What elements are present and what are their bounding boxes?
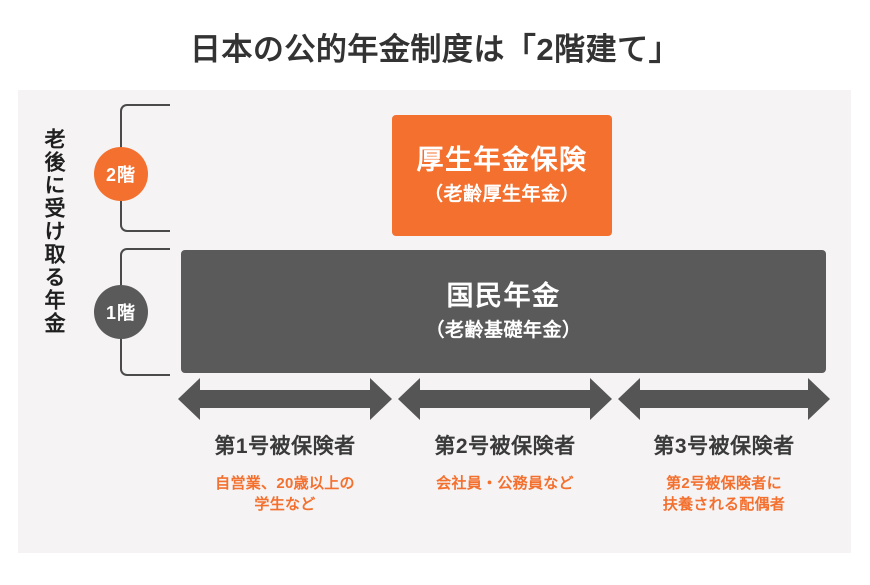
category-2-description: 会社員・公務員など bbox=[436, 475, 574, 493]
scheme-box-kosei-subtitle: （老齢厚生年金） bbox=[423, 184, 580, 206]
category-column-1: 第1号被保険者 自営業、20歳以上の学生など bbox=[172, 434, 398, 515]
tier-badge-1-label: 1階 bbox=[105, 303, 136, 323]
scheme-box-kokumin-title: 国民年金 bbox=[446, 280, 561, 311]
arrow-category-1 bbox=[178, 378, 392, 420]
arrow-category-2 bbox=[398, 378, 612, 420]
category-column-3: 第3号被保険者 第2号被保険者に扶養される配偶者 bbox=[611, 434, 837, 515]
page-title: 日本の公的年金制度は「2階建て」 bbox=[189, 32, 681, 67]
category-2-title: 第2号被保険者 bbox=[434, 435, 576, 458]
scheme-box-kokumin-subtitle: （老齢基礎年金） bbox=[425, 320, 582, 342]
category-3-title: 第3号被保険者 bbox=[653, 435, 795, 458]
scheme-box-kosei-nenkin: 厚生年金保険 （老齢厚生年金） bbox=[392, 115, 612, 236]
tier-badge-2: 2階 bbox=[94, 147, 148, 201]
category-1-title: 第1号被保険者 bbox=[214, 435, 356, 458]
category-column-2: 第2号被保険者 会社員・公務員など bbox=[392, 434, 618, 494]
category-1-description: 自営業、20歳以上の学生など bbox=[215, 475, 355, 514]
arrow-category-3 bbox=[618, 378, 830, 420]
category-3-description: 第2号被保険者に扶養される配偶者 bbox=[662, 475, 786, 514]
scheme-box-kokumin-nenkin: 国民年金 （老齢基礎年金） bbox=[181, 250, 826, 373]
scheme-box-kosei-title: 厚生年金保険 bbox=[416, 144, 588, 175]
tier-badge-2-label: 2階 bbox=[105, 165, 136, 185]
side-label-pension-after-retirement: 老後に受け取る年金 bbox=[42, 128, 65, 335]
tier-badge-1: 1階 bbox=[94, 285, 148, 339]
